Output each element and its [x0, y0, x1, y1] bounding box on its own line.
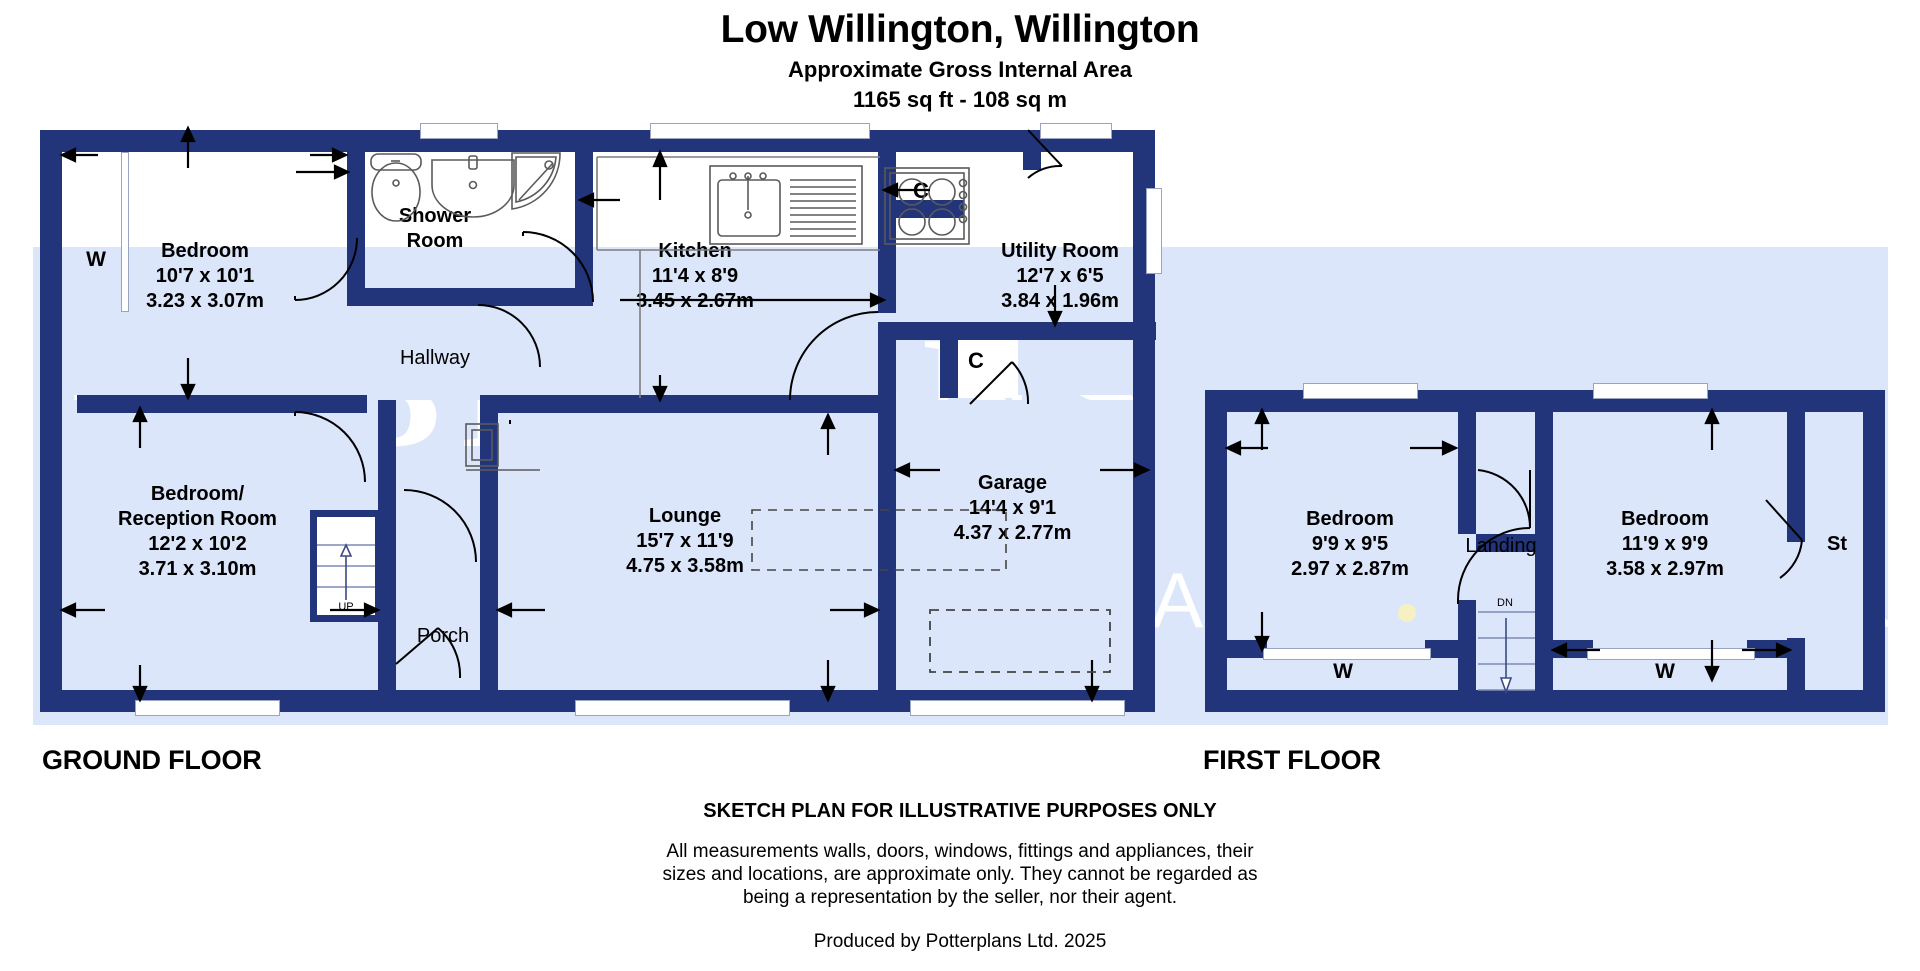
- wall-landing-right: [1535, 390, 1553, 712]
- footer-line-1: All measurements walls, doors, windows, …: [666, 841, 1254, 862]
- wall-wardrobe-left-divider: [1227, 640, 1267, 658]
- window-bedroom1-left: [121, 152, 129, 312]
- room-dims-bed-reception-imp: 12'2 x 10'2: [148, 533, 247, 555]
- wall-hallway-bottom-right: [480, 395, 895, 413]
- stair-direction-up: UP: [338, 601, 354, 613]
- room-label-landing: Landing: [1465, 535, 1537, 557]
- wall-left-first: [1205, 390, 1227, 712]
- room-dims-bed-left-imp: 9'9 x 9'5: [1311, 533, 1389, 555]
- room-label-bed-reception-2: Reception Room: [118, 508, 277, 530]
- room-label-garage: Garage: [978, 472, 1047, 494]
- window-shower-top: [420, 123, 498, 139]
- marker-wardrobe-bedroom1: W: [86, 248, 106, 271]
- page-title: Low Willington, Willington: [720, 8, 1200, 51]
- window-bed-reception-bottom: [135, 700, 280, 716]
- wardrobe-door-right: [1587, 648, 1755, 660]
- wall-utility-left: [1023, 130, 1041, 170]
- marker-cupboard-2: C: [968, 348, 984, 373]
- room-dims-garage-met: 4.37 x 2.77m: [953, 522, 1072, 544]
- window-kitchen-top: [650, 123, 870, 139]
- room-label-shower-1: Shower: [398, 205, 472, 227]
- room-dims-utility-met: 3.84 x 1.96m: [1001, 290, 1119, 312]
- room-dims-garage-imp: 14'4 x 9'1: [968, 497, 1057, 519]
- room-label-porch: Porch: [416, 625, 470, 647]
- wall-wardrobe-left-divider2: [1425, 640, 1461, 658]
- ground-floor-plan: Bedroom 10'7 x 10'1 3.23 x 3.07m Shower …: [0, 0, 1162, 740]
- wall-right-first: [1863, 390, 1885, 712]
- room-label-hallway: Hallway: [399, 347, 471, 369]
- wall-shower-bottom: [347, 288, 593, 306]
- wall-bed-reception-right: [378, 400, 396, 710]
- room-dims-kitchen-met: 3.45 x 2.67m: [636, 290, 754, 312]
- area-label: Approximate Gross Internal Area: [788, 57, 1132, 82]
- wall-hallway-bottom-left: [77, 395, 367, 413]
- room-label-kitchen: Kitchen: [658, 240, 732, 262]
- wardrobe-door-left: [1263, 648, 1431, 660]
- wall-right-ground: [1133, 130, 1155, 712]
- marker-wardrobe-left: W: [1333, 660, 1353, 683]
- room-dims-bed-left-met: 2.97 x 2.87m: [1291, 558, 1409, 580]
- wall-landing-left-lower: [1458, 600, 1476, 712]
- room-fill-garage: [885, 400, 1145, 710]
- wall-lounge-right: [878, 340, 896, 712]
- room-label-bed-left: Bedroom: [1306, 508, 1394, 530]
- first-floor-plan: Bedroom 9'9 x 9'5 2.97 x 2.87m Bedroom 1…: [1195, 0, 1920, 740]
- wall-cupboard2-box: [940, 340, 958, 358]
- window-bed-left-top: [1303, 383, 1418, 399]
- footer-line-2: sizes and locations, are approximate onl…: [662, 864, 1258, 885]
- room-dims-bed-right-imp: 11'9 x 9'9: [1621, 533, 1709, 555]
- window-bed-right-top: [1593, 383, 1708, 399]
- first-floor-label: FIRST FLOOR: [1203, 745, 1381, 775]
- wall-left-ground: [40, 130, 62, 710]
- room-label-shower-2: Room: [406, 230, 464, 252]
- room-label-bed-right: Bedroom: [1621, 508, 1709, 530]
- room-dims-bed-reception-met: 3.71 x 3.10m: [138, 558, 257, 580]
- room-dims-bedroom1-met: 3.23 x 3.07m: [146, 290, 264, 312]
- window-lounge-bottom: [575, 700, 790, 716]
- marker-cupboard-1: C: [913, 178, 929, 203]
- room-dims-utility-imp: 12'7 x 6'5: [1016, 265, 1104, 287]
- room-label-bed-reception-1: Bedroom/: [150, 483, 245, 505]
- room-dims-lounge-imp: 15'7 x 11'9: [636, 530, 734, 552]
- wall-store-left-lower: [1787, 638, 1805, 712]
- window-utility-right: [1146, 188, 1162, 274]
- stair-direction-dn: DN: [1497, 597, 1513, 609]
- footer-heading: SKETCH PLAN FOR ILLUSTRATIVE PURPOSES ON…: [703, 800, 1217, 822]
- room-label-lounge: Lounge: [648, 505, 722, 527]
- window-garage-bottom: [910, 700, 1125, 716]
- wall-utility-bottom: [960, 322, 1156, 340]
- wall-porch-bottom-stub: [378, 690, 498, 712]
- footer-producer: Produced by Potterplans Ltd. 2025: [813, 931, 1107, 952]
- ground-floor-label: GROUND FLOOR: [42, 745, 262, 775]
- room-label-store: St: [1827, 533, 1847, 555]
- room-dims-kitchen-imp: 11'4 x 8'9: [651, 265, 739, 287]
- area-value: 1165 sq ft - 108 sq m: [853, 87, 1067, 112]
- marker-wardrobe-right: W: [1655, 660, 1675, 683]
- wall-kitchen-right: [878, 145, 896, 313]
- wall-store-left: [1787, 390, 1805, 542]
- wall-bed-left-right: [1458, 390, 1476, 534]
- wall-top-ground: [40, 130, 1155, 152]
- footer-line-3: being a representation by the seller, no…: [742, 887, 1178, 908]
- room-fill-hallway: [255, 300, 895, 400]
- room-dims-bedroom1-imp: 10'7 x 10'1: [155, 265, 255, 287]
- window-utility-top: [1040, 123, 1112, 139]
- room-dims-bed-right-met: 3.58 x 2.97m: [1606, 558, 1724, 580]
- room-dims-lounge-met: 4.75 x 3.58m: [626, 555, 744, 577]
- wall-porch-right: [480, 400, 498, 712]
- room-label-bedroom1: Bedroom: [161, 240, 249, 262]
- room-label-utility: Utility Room: [1001, 240, 1119, 262]
